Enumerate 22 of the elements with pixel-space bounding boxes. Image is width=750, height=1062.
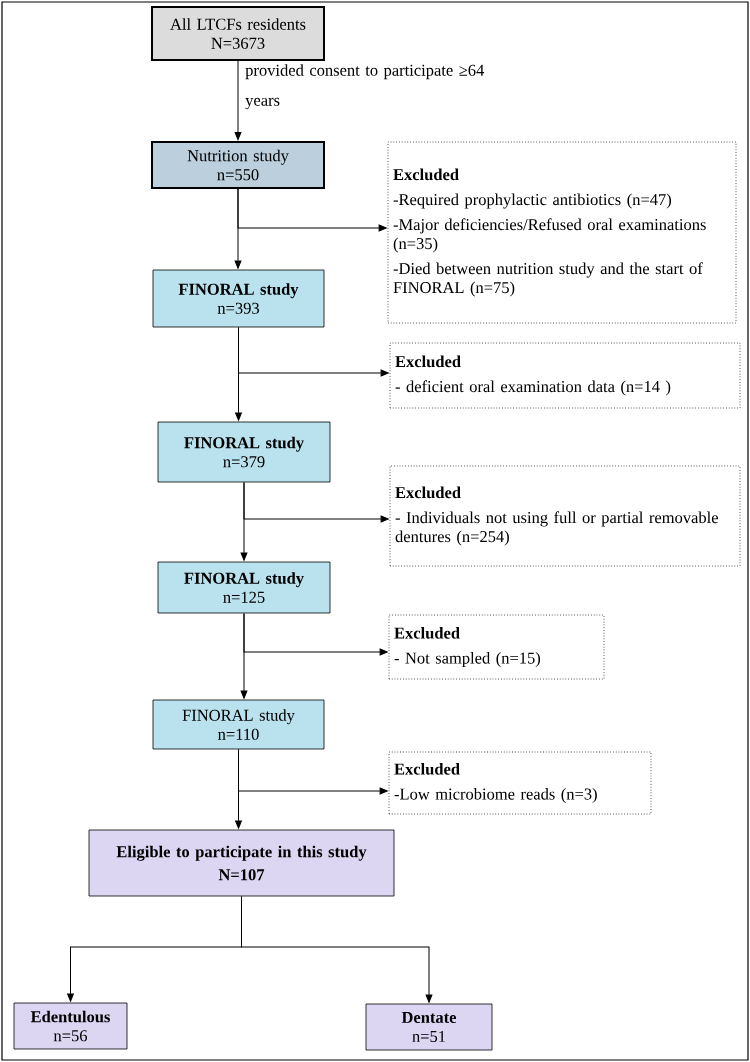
process-box: Nutrition study n=550	[151, 141, 325, 189]
exclusion-box: Excluded -Low microbiome reads (n=3)	[388, 751, 652, 815]
arrow	[234, 60, 242, 141]
process-box: FINORAL study n=379	[157, 421, 331, 483]
exclusion-box: Excluded - Individuals not using full or partial removable dentures (n=254)	[389, 465, 741, 567]
process-box: Dentate n=51	[365, 1003, 493, 1051]
arrow	[243, 481, 389, 523]
arrow	[238, 748, 388, 795]
arrow	[243, 612, 388, 656]
process-box: Eligible to participate in this study N=107	[88, 829, 395, 897]
process-box: FINORAL study n=125	[157, 561, 331, 614]
process-box: FINORAL study n=110	[152, 699, 325, 750]
arrow	[237, 188, 387, 232]
exclusion-box: Excluded -Required prophylactic antibiotics (n=47) -Major deficiencies/Refused oral examinations (n=35) -Died between nutrition study and the start of FINORAL (n=75)	[387, 141, 737, 324]
process-box: FINORAL study n=393	[152, 269, 325, 328]
exclusion-box: Excluded - deficient oral examination data (n=14 )	[389, 342, 741, 409]
process-box: All LTCFs residents N=3673	[151, 6, 325, 61]
arrow	[238, 326, 389, 377]
arrow	[241, 895, 433, 1003]
edge-label: provided consent to participate ≥64 years	[245, 64, 485, 110]
exclusion-box: Excluded - Not sampled (n=15)	[388, 614, 605, 680]
process-box: Edentulous n=56	[13, 1002, 128, 1050]
